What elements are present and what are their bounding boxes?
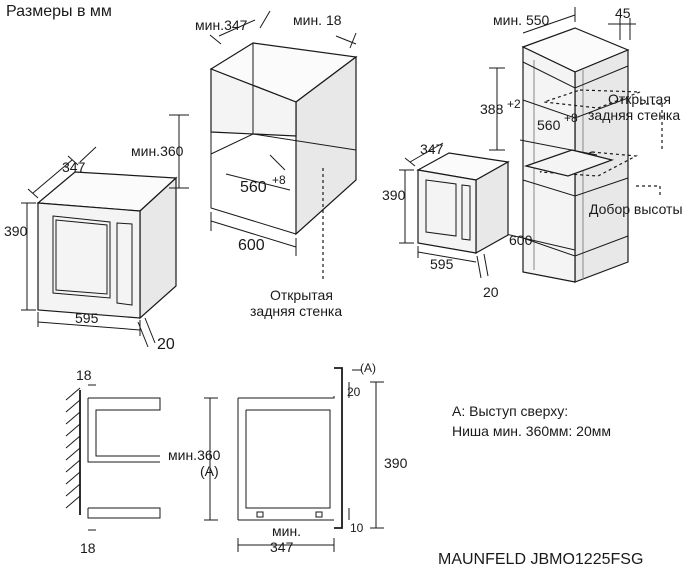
cabinet-upper-open-back-2: задняя стенка (250, 303, 342, 319)
microwave-left-width: 595 (75, 310, 99, 326)
tall-open-back (543, 89, 641, 109)
microwave-right-height: 390 (382, 187, 406, 203)
dim-line (218, 19, 256, 37)
dim-line (210, 220, 297, 248)
section-center-depth-min: мин. (272, 523, 301, 539)
note-line-2: Ниша мин. 360мм: 20мм (452, 423, 611, 439)
tall-cabinet-niche-width-tol: +8 (564, 111, 578, 125)
microwave-right-panel (461, 184, 471, 241)
diagram-title: Размеры в мм (6, 3, 112, 20)
cabinet-upper-frame (210, 132, 297, 235)
tall-cabinet-shelf (522, 97, 629, 119)
tall-cabinet-min-depth: мин. 550 (493, 12, 550, 28)
dim-line (417, 251, 477, 263)
microwave-left-height: 390 (4, 223, 28, 239)
dim-line (409, 142, 444, 163)
tall-cabinet-outer-width: 600 (509, 232, 533, 248)
front-panel (334, 367, 343, 529)
cabinet-upper-niche-height: мин.360 (131, 143, 184, 159)
dim-tick (67, 155, 79, 166)
section-center-bottom-gap: 10 (350, 521, 364, 535)
cabinet-upper-niche-width: 560 (240, 179, 267, 196)
tall-cabinet-open-back-2: задняя стенка (588, 107, 680, 123)
dim-tick (476, 255, 482, 279)
dim-line (225, 173, 291, 191)
dim-line (32, 159, 73, 194)
section-center-a-top: (А) (360, 361, 376, 375)
cabinet-upper-slot (269, 154, 286, 171)
section-left-bottom-thickness: 18 (80, 540, 96, 556)
microwave-left-door (52, 215, 111, 299)
dim-tick (259, 10, 271, 29)
cabinet-upper-open-back-1: Открытая (270, 287, 333, 303)
tall-cabinet-height-filler: Добор высоты (589, 201, 683, 217)
cabinet-upper-min-gap: мин. 18 (293, 12, 342, 28)
cabinet-upper-niche-width-tol: +8 (272, 173, 286, 187)
microwave-right-width: 595 (430, 256, 454, 272)
dim-tick (144, 317, 156, 344)
tall-cabinet-open-back-1: Открытая (608, 91, 671, 107)
section-left: 18 18 (65, 367, 161, 556)
dim-tick (349, 32, 357, 49)
tall-cabinet-side-width: 45 (615, 5, 631, 21)
dim-line (496, 231, 576, 251)
microwave-left-front (37, 202, 141, 319)
cabinet-upper-outer-width: 600 (238, 237, 265, 254)
tall-cabinet-shelf (522, 177, 629, 197)
dim-tick (79, 146, 97, 163)
tall-cabinet-shelf (522, 235, 629, 257)
tall-cabinet-niche-height-tol: +2 (507, 97, 521, 111)
microwave-left-depth: 347 (62, 159, 86, 175)
tall-cabinet-niche-width: 560 (537, 117, 561, 133)
dim-tick (483, 253, 489, 277)
niche-top (238, 396, 335, 399)
section-center-min: мин.360 (168, 447, 221, 463)
section-left-top-thickness: 18 (76, 367, 92, 383)
wall-hatch (65, 387, 81, 509)
dim-tick (137, 321, 149, 348)
cabinet-upper: мин.347 мин. 18 мин.360 560 +8 600 Откры… (131, 10, 358, 319)
dim-tick (27, 188, 39, 199)
upper-box (87, 398, 160, 463)
upper-box-inner (88, 397, 161, 457)
section-center: мин.360 (А) (А) 20 390 10 мин. 347 (168, 361, 408, 555)
tall-cabinet-niche-height: 388 (480, 101, 504, 117)
foot (315, 511, 323, 518)
microwave-left-front-depth: 20 (157, 336, 175, 353)
microwave-right-depth: 347 (420, 141, 444, 157)
section-center-height: 390 (384, 455, 408, 471)
foot (256, 511, 264, 518)
dim-tick (209, 34, 222, 45)
section-center-depth: 347 (270, 539, 294, 555)
section-center-top-gap: 20 (347, 385, 361, 399)
tall-tray (523, 149, 615, 177)
dim-line (522, 14, 576, 34)
dim-line (519, 139, 598, 156)
dim-tick (404, 157, 416, 167)
microwave-body (245, 409, 331, 509)
lower-board (87, 507, 161, 519)
section-center-a: (А) (200, 463, 219, 479)
microwave-left-panel (116, 222, 133, 306)
tall-cabinet: мин. 550 45 388 +2 560 +8 Открытая задня… (480, 5, 683, 283)
note-line-1: А: Выступ сверху: (452, 403, 568, 419)
tall-cabinet-shelf (522, 61, 629, 89)
microwave-right-front-depth: 20 (483, 284, 499, 300)
model-name: MAUNFELD JBMO1225FSG (438, 551, 643, 568)
dim-line (37, 321, 141, 331)
microwave-left-window (55, 219, 108, 295)
microwave-left: 347 390 595 20 (4, 146, 178, 353)
microwave-right-door (425, 179, 457, 237)
cabinet-upper-min-depth: мин.347 (195, 17, 248, 33)
microwave-right: 347 390 595 20 (382, 141, 510, 300)
